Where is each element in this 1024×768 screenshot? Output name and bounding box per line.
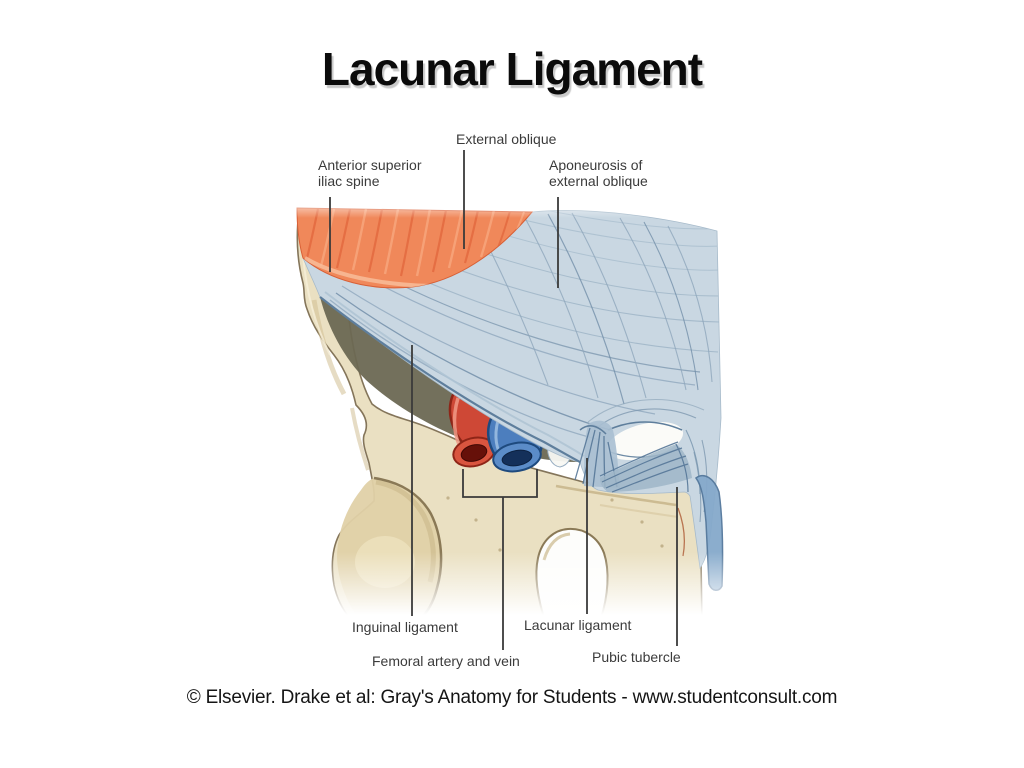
vein-lumen: [501, 449, 533, 467]
bone-shading: [350, 407, 370, 471]
leader-lines: [329, 150, 678, 650]
bottom-fade: [280, 552, 750, 626]
bone-shading: [311, 299, 347, 396]
label-pubic-tubercle: Pubic tubercle: [592, 649, 681, 665]
label-external-oblique: External oblique: [456, 131, 557, 147]
slide-title: Lacunar Ligament: [321, 43, 703, 95]
inferior-crus-fibers: [599, 441, 692, 493]
label-inguinal-ligament: Inguinal ligament: [352, 619, 458, 635]
pectineal-vessel-line: [677, 507, 685, 557]
copyright-credit: © Elsevier. Drake et al: Gray's Anatomy …: [186, 687, 838, 708]
label-aponeurosis-of-external-oblique: Aponeurosis of external oblique: [549, 157, 648, 189]
inguinal-recess-shadow: [320, 297, 578, 462]
label-lacunar-ligament: Lacunar ligament: [524, 617, 632, 633]
inguinal-ligament-edge: [319, 296, 581, 463]
label-anterior-superior-iliac-spine: Anterior superior iliac spine: [318, 157, 422, 189]
pecten-line: [599, 504, 679, 518]
bone-pores: [446, 496, 664, 552]
pecten-line: [555, 484, 677, 507]
leader-bracket-femoral-vessels: [462, 469, 538, 498]
label-femoral-artery-and-vein: Femoral artery and vein: [372, 653, 520, 669]
top-fade: [283, 196, 745, 218]
bone-highlight: [302, 254, 331, 356]
artery-lumen: [460, 444, 488, 462]
inguinal-edge-highlight: [324, 291, 585, 457]
